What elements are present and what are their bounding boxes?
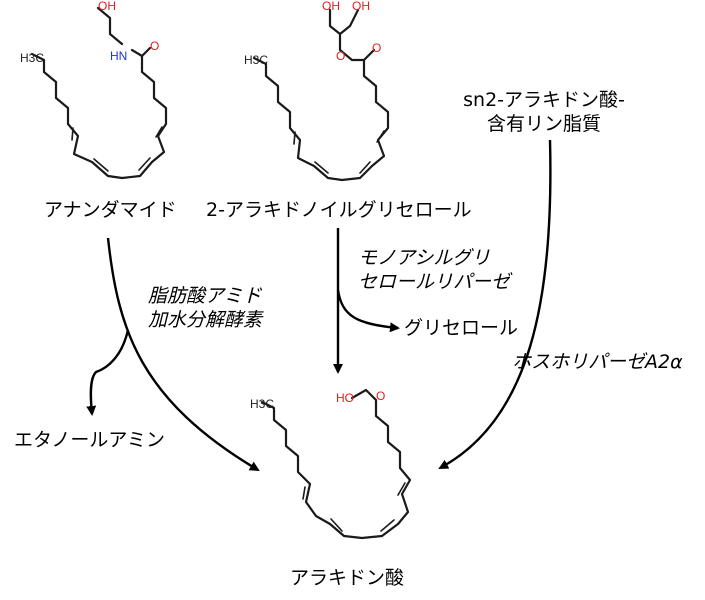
glycerol-label: グリセロール [404,317,519,339]
arachidonic-acid-methyl: H3C [250,397,274,411]
two-ag-label: 2-アラキドノイルグリセロール [206,199,472,221]
arachidonic-acid-label: アラキドン酸 [290,567,405,589]
faah-line-2: 加水分解酵素 [148,309,263,331]
anandamide-hydroxyl: OH [98,0,116,13]
anandamide-structure: OH HN O H3C [20,0,168,180]
faah-enzyme-label: 脂肪酸アミド 加水分解酵素 [148,284,262,332]
ethanolamine-label: エタノールアミン [14,429,166,451]
pla2-arrow [438,139,552,470]
anandamide-carbonyl-o: O [150,39,159,53]
arachidonic-acid-carbonyl-o: O [376,389,385,403]
anandamide-nh: HN [110,49,127,63]
arachidonic-acid-structure: HO O H3C [250,388,412,540]
two-ag-methyl: H3C [244,53,268,67]
anandamide-label: アナンダマイド [44,199,177,221]
magl-enzyme-label: モノアシルグリ セロールリパーゼ [358,246,510,294]
sn2-phospholipid-line-1: sn2-アラキドン酸- [463,89,625,111]
sn2-phospholipid-label: sn2-アラキドン酸- 含有リン脂質 [444,88,644,136]
anandamide-methyl: H3C [20,51,44,65]
two-ag-hydroxyl-1: OH [322,0,340,13]
two-ag-ester-o: O [336,49,345,63]
ethanolamine-branch-arrow [86,329,130,416]
two-ag-carbonyl-o: O [372,41,381,55]
arachidonic-acid-carboxyl: HO [336,391,354,405]
magl-line-1: モノアシルグリ [358,247,491,269]
two-ag-structure: OH OH O O H3C [244,0,390,182]
two-ag-hydroxyl-2: OH [352,0,370,13]
pla2-enzyme-label: ホスホリパーゼA2α [512,351,683,373]
faah-line-1: 脂肪酸アミド [148,285,262,307]
sn2-phospholipid-line-2: 含有リン脂質 [486,113,601,135]
magl-line-2: セロールリパーゼ [358,271,511,293]
faah-arrow [106,237,260,472]
glycerol-branch-arrow [336,289,400,333]
